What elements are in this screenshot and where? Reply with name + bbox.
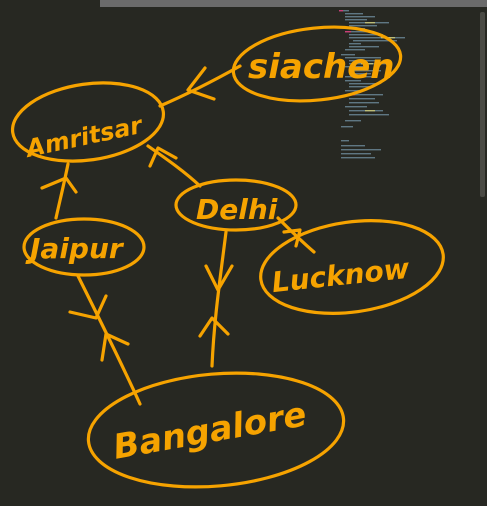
delhi-outline (174, 178, 298, 232)
edge-line (146, 144, 202, 188)
code-minimap[interactable] (335, 10, 415, 160)
edge-bangalore-jaipur (68, 274, 142, 406)
bangalore-outline (86, 371, 346, 489)
node-bangalore[interactable]: Bangalore (84, 363, 349, 497)
edge-delhi-lucknow (276, 216, 316, 254)
node-lucknow[interactable]: Lucknow (255, 210, 450, 325)
edge-line (76, 274, 142, 406)
editor-top-bar (0, 0, 487, 8)
amritsar-outline (10, 81, 166, 163)
lucknow-outline (259, 219, 445, 315)
arrowhead-icon (148, 146, 178, 168)
jaipur-label: Jaipur (25, 232, 125, 265)
delhi-label: Delhi (196, 193, 278, 226)
edge-line (54, 162, 70, 220)
vertical-scrollbar[interactable] (480, 12, 485, 197)
edge-bangalore-delhi (198, 230, 234, 368)
arrowhead-icon (100, 332, 130, 362)
lucknow-label: Lucknow (270, 252, 411, 299)
edge-delhi-amritsar (146, 144, 202, 188)
siachen-outline (231, 25, 403, 103)
node-delhi[interactable]: Delhi (174, 178, 298, 232)
arrowhead-icon (186, 66, 216, 101)
edge-line (276, 216, 316, 254)
edge-siachen-amritsar (158, 64, 242, 108)
edge-line (158, 64, 242, 108)
arrowhead-icon (204, 264, 234, 292)
amritsar-label: Amritsar (22, 111, 147, 164)
node-siachen[interactable]: siachen (230, 19, 405, 108)
arrowhead-icon (68, 294, 108, 320)
tab-strip[interactable] (100, 0, 487, 7)
siachen-label: siachen (248, 47, 394, 87)
jaipur-outline (22, 217, 146, 277)
node-amritsar[interactable]: Amritsar (7, 74, 168, 170)
edge-line (210, 230, 228, 368)
node-jaipur[interactable]: Jaipur (22, 217, 146, 277)
edge-jaipur-amritsar (40, 162, 78, 220)
arrowhead-icon (198, 316, 230, 338)
arrowhead-icon (282, 228, 302, 248)
arrowhead-icon (40, 176, 78, 194)
